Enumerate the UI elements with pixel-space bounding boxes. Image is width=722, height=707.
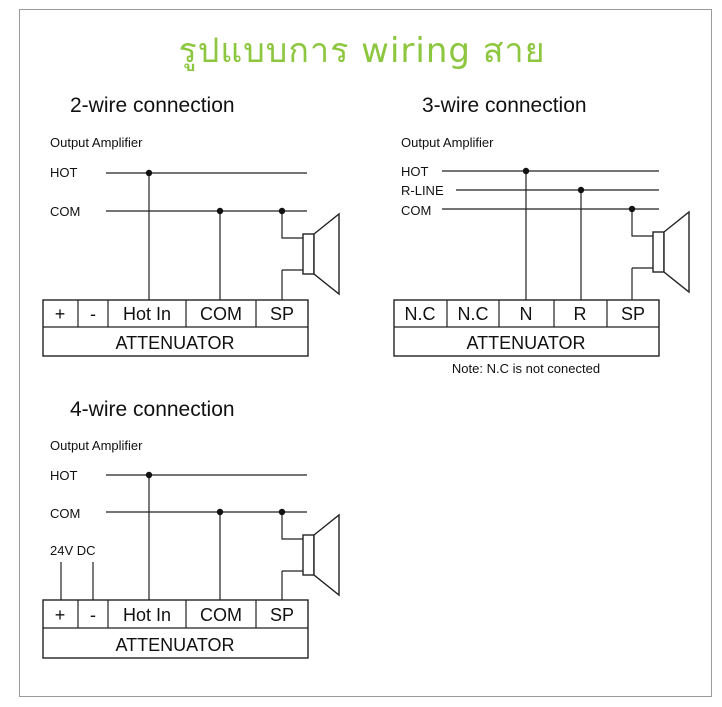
two-wire-cell-sp: SP: [270, 304, 294, 324]
three-wire-sp-node: [628, 205, 636, 213]
three-wire-note: Note: N.C is not conected: [452, 361, 600, 376]
two-wire-source-label: Output Amplifier: [50, 135, 143, 150]
two-wire-hot-label: HOT: [50, 165, 78, 180]
two-wire-com-label: COM: [50, 204, 80, 219]
panel-two-wire: 2-wire connection Output Amplifier HOT C…: [42, 94, 340, 357]
four-wire-hot-node: [145, 471, 153, 479]
three-wire-cell-nc-1: N.C: [405, 304, 436, 324]
four-wire-cell-plus: +: [55, 605, 66, 625]
two-wire-sp-node: [278, 207, 286, 215]
four-wire-sp-node: [278, 508, 286, 516]
two-wire-cell-plus: +: [55, 304, 66, 324]
three-wire-cell-sp: SP: [621, 304, 645, 324]
four-wire-cell-com: COM: [200, 605, 242, 625]
two-wire-heading: 2-wire connection: [70, 94, 235, 117]
two-wire-hot-node: [145, 169, 153, 177]
three-wire-rline-node: [577, 186, 585, 194]
three-wire-heading: 3-wire connection: [422, 94, 587, 117]
three-wire-attenuator-box: [393, 299, 660, 357]
three-wire-source-label: Output Amplifier: [401, 135, 494, 150]
two-wire-cell-minus: -: [90, 304, 96, 324]
four-wire-attenuator-box: [42, 599, 309, 659]
three-wire-cell-n: N: [520, 304, 533, 324]
four-wire-dc-label: 24V DC: [50, 543, 96, 558]
four-wire-com-label: COM: [50, 506, 80, 521]
two-wire-com-node: [216, 207, 224, 215]
two-wire-device-label: ATTENUATOR: [115, 333, 234, 353]
four-wire-heading: 4-wire connection: [70, 398, 235, 421]
four-wire-source-label: Output Amplifier: [50, 438, 143, 453]
panel-three-wire: 3-wire connection Output Amplifier HOT R…: [393, 94, 690, 376]
panel-four-wire: 4-wire connection Output Amplifier HOT C…: [42, 398, 340, 659]
diagram-title: รูปแบบการ wiring สาย: [178, 31, 545, 71]
two-wire-cell-hot-in: Hot In: [123, 304, 171, 324]
three-wire-rline-label: R-LINE: [401, 183, 444, 198]
two-wire-speaker-icon: [281, 211, 340, 300]
four-wire-hot-label: HOT: [50, 468, 78, 483]
three-wire-device-label: ATTENUATOR: [466, 333, 585, 353]
three-wire-cell-nc-2: N.C: [458, 304, 489, 324]
two-wire-attenuator-box: [42, 299, 309, 357]
four-wire-cell-sp: SP: [270, 605, 294, 625]
four-wire-cell-minus: -: [90, 605, 96, 625]
three-wire-cell-r: R: [574, 304, 587, 324]
three-wire-speaker-icon: [631, 209, 690, 300]
two-wire-cell-com: COM: [200, 304, 242, 324]
four-wire-speaker-icon: [281, 512, 340, 600]
four-wire-cell-hot-in: Hot In: [123, 605, 171, 625]
three-wire-com-label: COM: [401, 203, 431, 218]
four-wire-com-node: [216, 508, 224, 516]
four-wire-device-label: ATTENUATOR: [115, 635, 234, 655]
three-wire-hot-node: [522, 167, 530, 175]
three-wire-hot-label: HOT: [401, 164, 429, 179]
